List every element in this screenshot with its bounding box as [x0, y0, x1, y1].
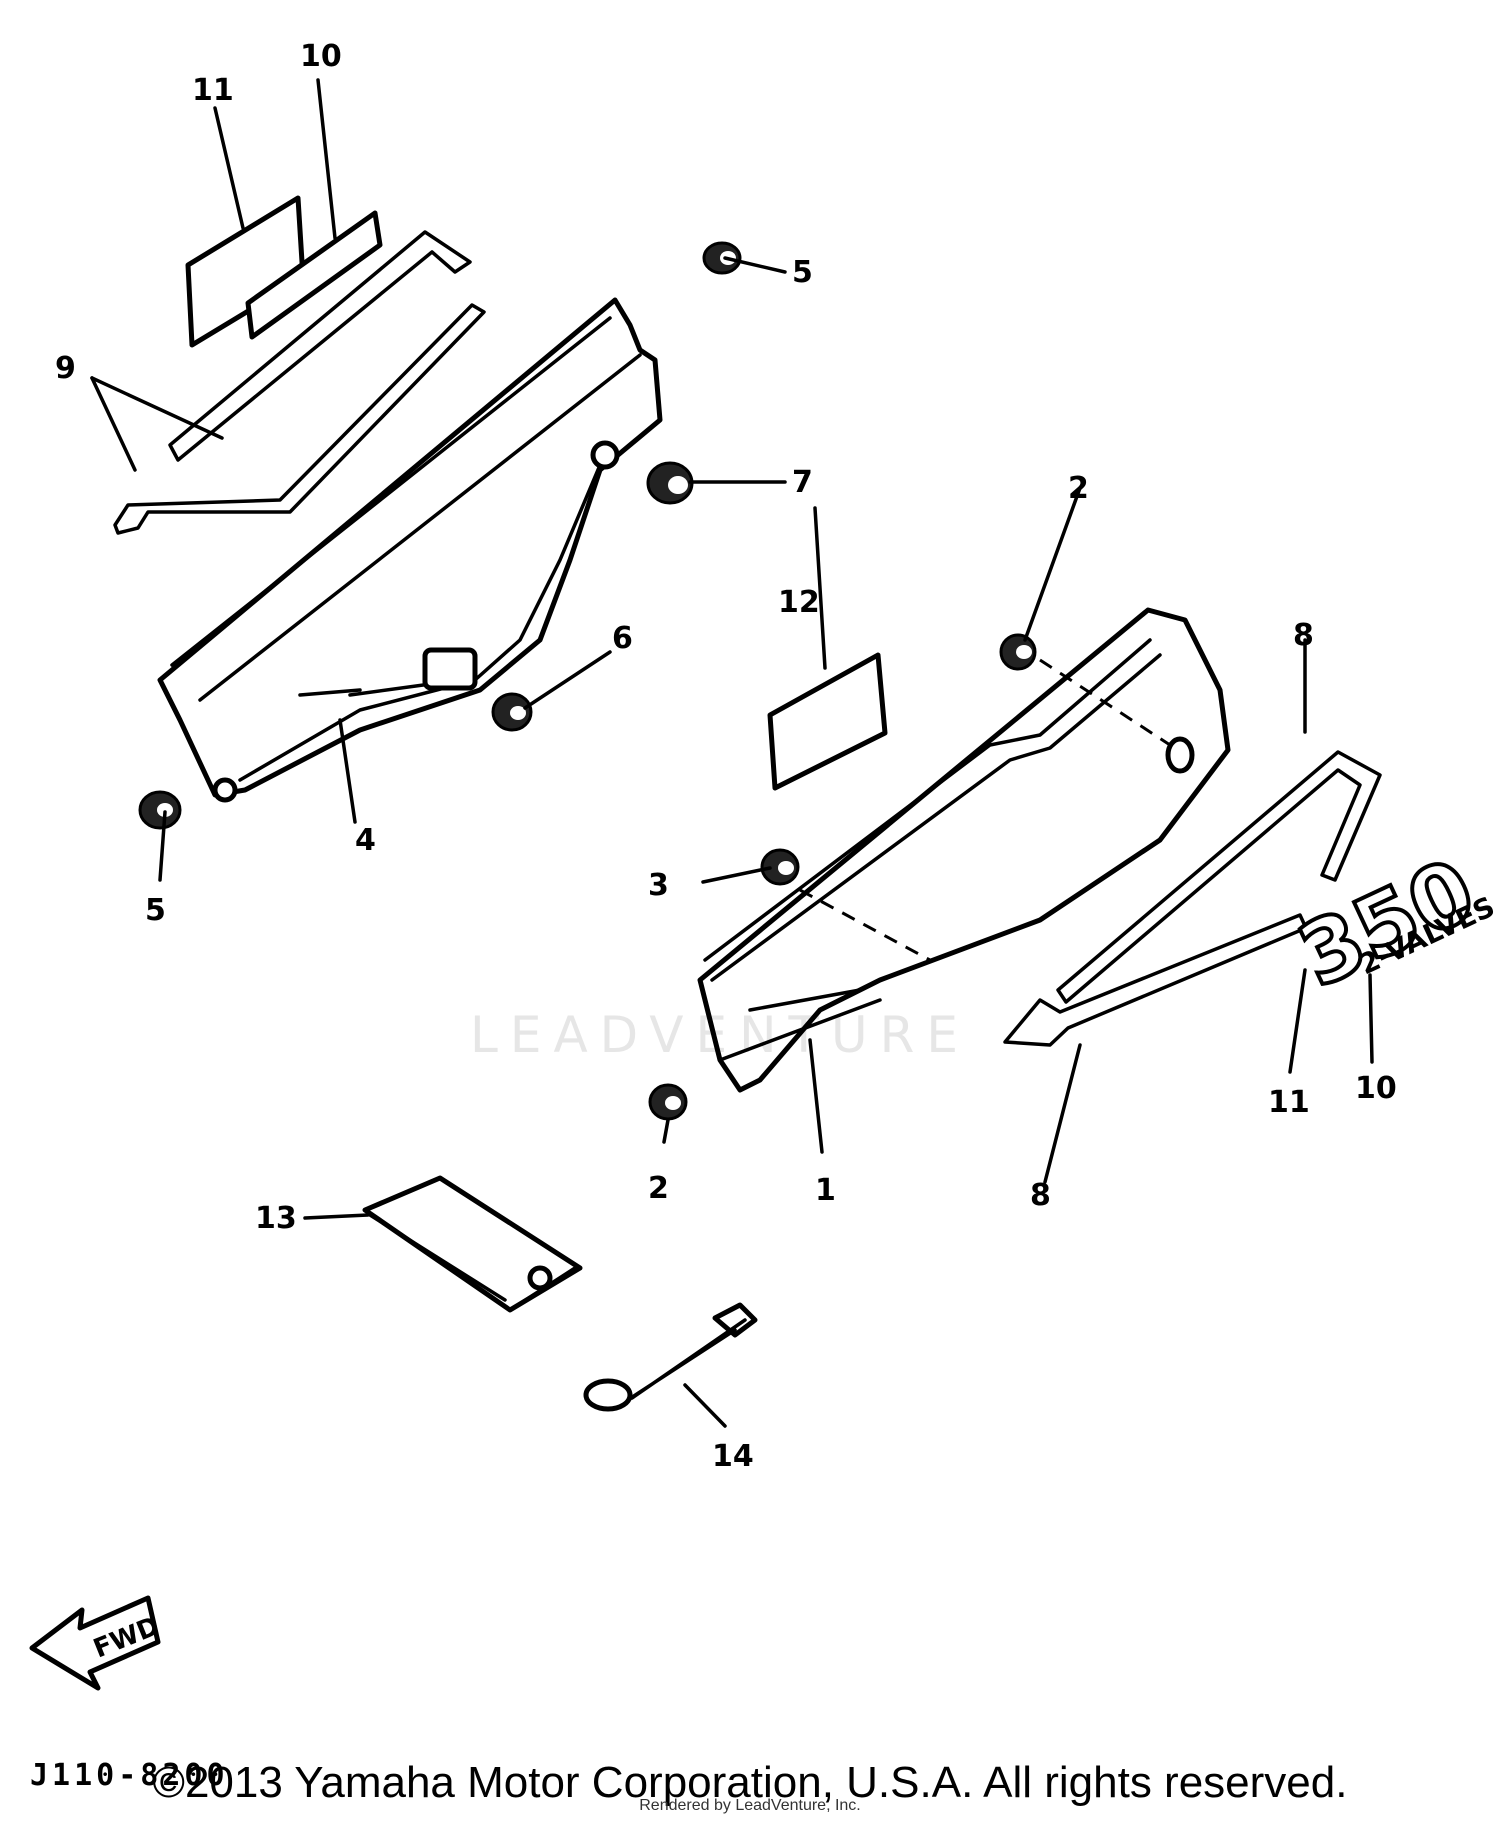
leader-lines	[90, 78, 1374, 1428]
callout-13: 13	[255, 1201, 297, 1236]
callout-5-lower: 5	[145, 893, 166, 928]
callout-2: 2	[1068, 471, 1089, 506]
decal-11-left	[185, 195, 306, 348]
cover-lower-right	[718, 988, 882, 1062]
callout-7: 7	[792, 465, 813, 500]
callout-8: 8	[1293, 618, 1314, 653]
callout-2-lower: 2	[648, 1171, 669, 1206]
callout-14: 14	[712, 1439, 754, 1474]
emblem-350: 350 2-VALVES	[1283, 839, 1500, 1010]
cover-body-right	[697, 607, 1231, 1093]
callout-3: 3	[648, 868, 669, 903]
grommet-7	[646, 461, 694, 505]
tool-pouch-13	[362, 1175, 583, 1313]
left-side-cover	[113, 195, 663, 803]
callout-12: 12	[778, 585, 820, 620]
callout-10: 10	[300, 39, 342, 74]
cover-peg-left	[590, 440, 620, 470]
stripe-8-upper	[1056, 750, 1382, 1004]
fwd-arrow: FWD	[29, 1595, 164, 1691]
stripe-9-upper	[168, 230, 472, 462]
cover-hole-left	[212, 777, 238, 803]
callout-9: 9	[55, 351, 76, 386]
callout-8-lower: 8	[1030, 1178, 1051, 1213]
callout-5: 5	[792, 255, 813, 290]
decal-12	[767, 652, 888, 791]
stripe-9-lower	[113, 303, 486, 535]
callout-11: 11	[192, 73, 234, 108]
cover-edge-left	[170, 316, 642, 702]
cover-hole-right	[1165, 736, 1195, 774]
callout-4: 4	[355, 823, 376, 858]
callout-labels: 11 10 9 5 7 2 12 6 8 5 4 3 11 10 2 1 8 1…	[55, 39, 1397, 1474]
mount-dashes-lower	[799, 888, 931, 962]
right-side-cover	[697, 607, 1231, 1093]
grommet-2-lower	[648, 1083, 688, 1121]
decal-10-left	[245, 210, 383, 340]
mount-dashes-upper	[1039, 658, 1171, 747]
callout-1: 1	[815, 1173, 836, 1208]
copyright-notice: ©2013 Yamaha Motor Corporation, U.S.A. A…	[152, 1758, 1348, 1807]
diagram-code: J110-8200	[30, 1758, 229, 1793]
cover-boss-left	[422, 647, 478, 691]
grommet-3	[760, 848, 800, 886]
callout-11-right: 11	[1268, 1085, 1310, 1120]
stripe-8-lower	[1003, 913, 1308, 1047]
right-stripes	[1003, 750, 1382, 1047]
grommet-6	[491, 692, 533, 732]
strap-14	[583, 1302, 758, 1412]
callout-10-right: 10	[1355, 1071, 1397, 1106]
cover-flange-right	[703, 638, 1162, 982]
callout-6: 6	[612, 621, 633, 656]
cover-body-left	[157, 297, 663, 798]
rendered-by-note: Rendered by LeadVenture, Inc.	[639, 1797, 861, 1814]
grommet-2-upper	[999, 633, 1037, 671]
grommet-5-upper	[702, 241, 742, 275]
grommet-5-lower	[138, 790, 182, 830]
